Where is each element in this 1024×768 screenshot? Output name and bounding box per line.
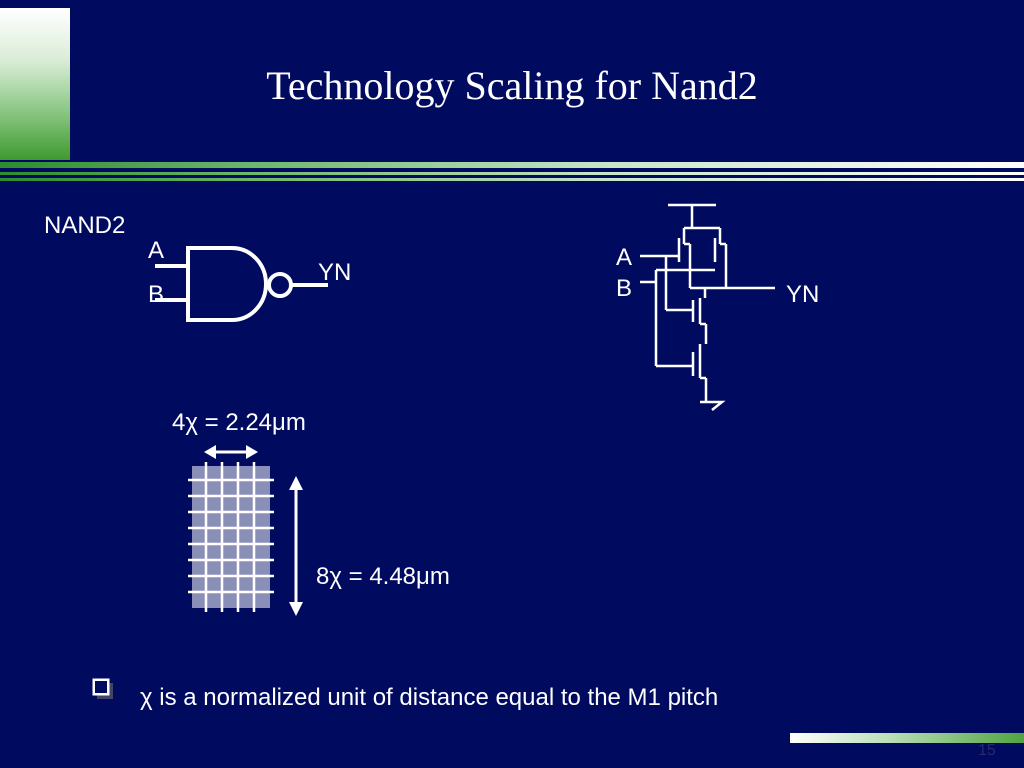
width-arrow xyxy=(204,445,258,459)
ground-symbol xyxy=(700,400,726,411)
schematic-input-a-label: A xyxy=(616,244,633,271)
footer-gradient-bar xyxy=(790,733,1024,743)
corner-gradient-block xyxy=(0,8,70,160)
slide-title: Technology Scaling for Nand2 xyxy=(266,63,758,108)
title-divider-thin-1 xyxy=(0,172,1024,175)
title-divider-thick xyxy=(0,162,1024,168)
schematic-output-label: YN xyxy=(786,281,820,308)
nand-gate-symbol xyxy=(155,246,328,322)
transistor-schematic xyxy=(640,203,775,411)
bullet-text: χ is a normalized unit of distance equal… xyxy=(140,684,719,711)
chi-symbol: χ xyxy=(140,684,153,711)
gate-body xyxy=(186,246,268,322)
gate-inverter-bubble xyxy=(267,272,293,298)
height-arrow xyxy=(289,476,303,616)
gate-input-a-label: A xyxy=(148,237,165,264)
page-number: 15 xyxy=(978,742,996,759)
gate-output-label: YN xyxy=(318,259,352,286)
cell-fill xyxy=(192,466,270,608)
chi-symbol: χ xyxy=(329,563,342,590)
mu-symbol: μ xyxy=(416,563,430,590)
checkbox-bullet-icon xyxy=(92,678,113,699)
mu-symbol: μ xyxy=(272,409,286,436)
nand2-heading: NAND2 xyxy=(44,212,126,239)
title-divider-thin-2 xyxy=(0,178,1024,181)
width-dimension-label: 4χ = 2.24μm xyxy=(172,409,306,436)
height-dimension-label: 8χ = 4.48μm xyxy=(316,563,450,590)
layout-cell xyxy=(188,445,303,616)
chi-symbol: χ xyxy=(185,409,198,436)
schematic-input-b-label: B xyxy=(616,275,633,302)
